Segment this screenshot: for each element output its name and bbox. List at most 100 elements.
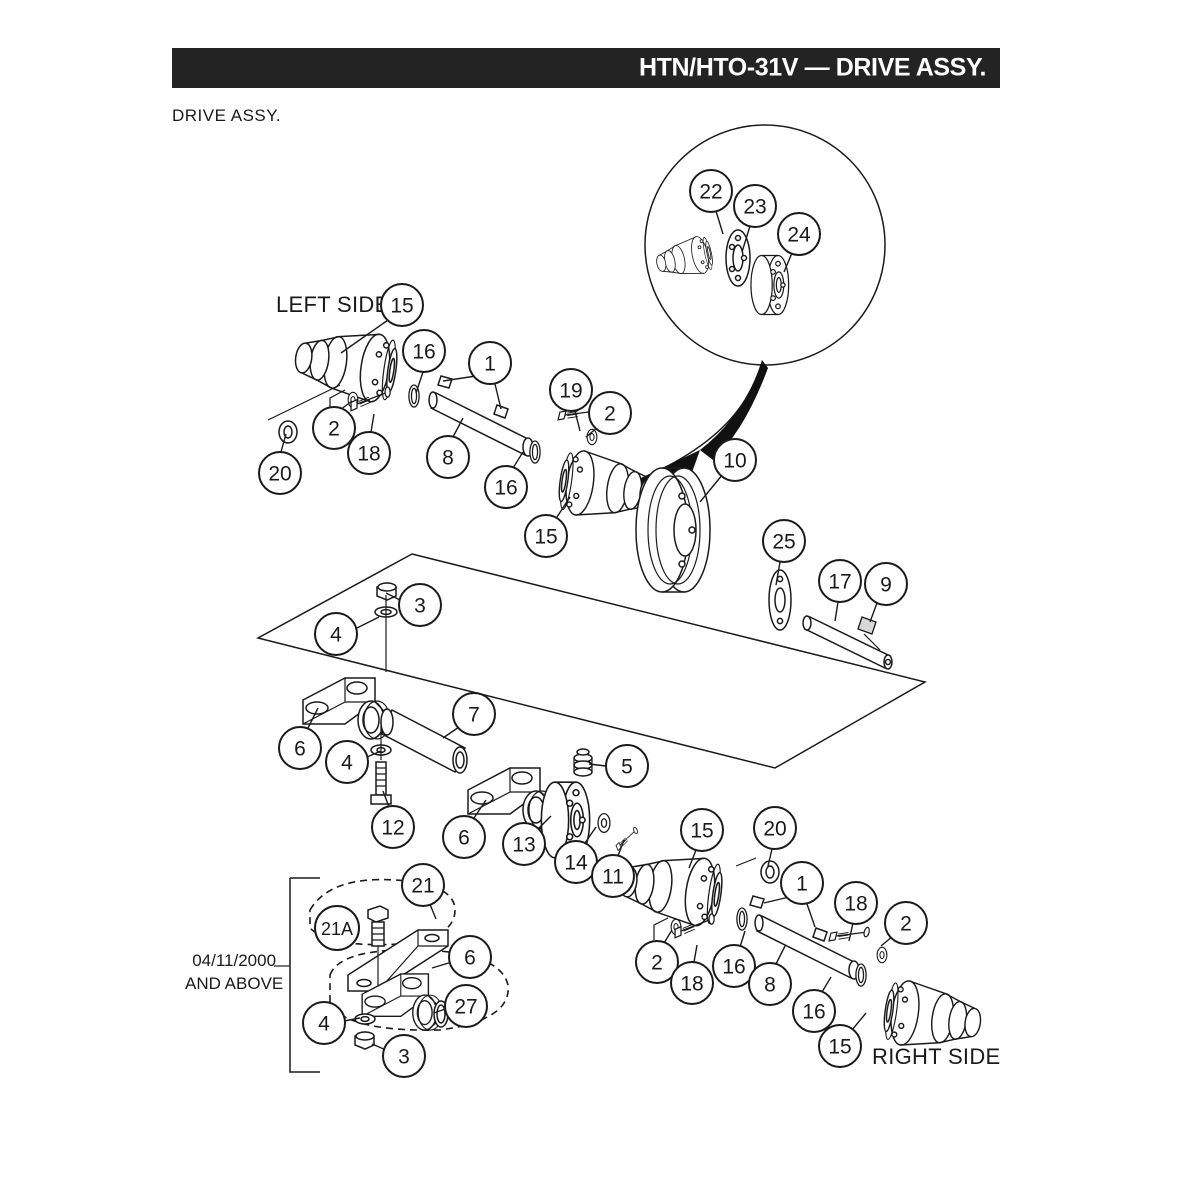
callout-bubble-16[interactable]: 16 [402, 329, 446, 373]
callout-bubble-7[interactable]: 7 [452, 692, 496, 736]
callout-bubble-4[interactable]: 4 [302, 1001, 346, 1045]
callout-bubble-4[interactable]: 4 [325, 740, 369, 784]
callout-bubble-27[interactable]: 27 [444, 984, 488, 1028]
callout-bubble-3[interactable]: 3 [398, 583, 442, 627]
callout-circle [884, 901, 928, 945]
callout-circle [484, 465, 528, 509]
date-note-line1: 04/11/2000 [192, 951, 277, 970]
callout-bubble-18[interactable]: 18 [834, 881, 878, 925]
callout-bubble-6[interactable]: 6 [448, 935, 492, 979]
assembly-subtitle: DRIVE ASSY. [172, 106, 282, 125]
callout-bubble-1[interactable]: 1 [780, 861, 824, 905]
callout-number: 16 [722, 956, 745, 979]
callout-bubble-2[interactable]: 2 [635, 940, 679, 984]
callout-bubble-1[interactable]: 1 [468, 341, 512, 385]
callout-leader-23 [741, 225, 751, 253]
callout-number: 8 [764, 974, 776, 997]
callout-leader-16 [821, 976, 832, 993]
callout-circle [689, 169, 733, 213]
callout-bubble-2[interactable]: 2 [312, 406, 356, 450]
callout-number: 16 [802, 1001, 825, 1024]
callout-bubble-15[interactable]: 15 [818, 1024, 862, 1068]
callout-bubble-3[interactable]: 3 [382, 1034, 426, 1078]
callout-bubble-23[interactable]: 23 [733, 184, 777, 228]
callout-number: 15 [690, 820, 713, 843]
callout-bubble-15[interactable]: 15 [380, 283, 424, 327]
callout-number: 2 [604, 403, 616, 426]
callout-bubble-16[interactable]: 16 [792, 989, 836, 1033]
callout-circle [314, 905, 360, 951]
callout-circle [864, 562, 908, 606]
callout-bubble-12[interactable]: 12 [371, 805, 415, 849]
callout-bubble-19[interactable]: 19 [549, 368, 593, 412]
callout-number: 2 [651, 952, 663, 975]
left-oring-16-b [529, 440, 541, 464]
callout-bubble-24[interactable]: 24 [777, 212, 821, 256]
callout-leader-8 [452, 417, 464, 438]
callout-bubble-20[interactable]: 20 [753, 806, 797, 850]
callout-leader-16 [512, 451, 524, 469]
callout-bubble-2[interactable]: 2 [588, 391, 632, 435]
callout-number: 22 [699, 181, 722, 204]
callout-bubble-9[interactable]: 9 [864, 562, 908, 606]
callout-number: 4 [318, 1013, 330, 1036]
callout-bubble-6[interactable]: 6 [442, 815, 486, 859]
callout-number: 18 [680, 973, 703, 996]
callout-number: 24 [787, 224, 811, 247]
page-title: HTN/HTO-31V — DRIVE ASSY. [638, 53, 986, 82]
left-20-ref [267, 384, 341, 421]
callout-leader-5 [588, 763, 607, 767]
callout-bubble-5[interactable]: 5 [605, 744, 649, 788]
callout-bubble-10[interactable]: 10 [713, 438, 757, 482]
callout-number: 16 [412, 341, 435, 364]
detail-hub-24 [750, 254, 790, 316]
callout-leader-4 [343, 1017, 361, 1022]
callout-bubble-6[interactable]: 6 [278, 726, 322, 770]
callout-bubble-18[interactable]: 18 [670, 961, 714, 1005]
callout-leader-4 [366, 750, 382, 758]
callout-bubble-4[interactable]: 4 [314, 612, 358, 656]
callout-number: 3 [414, 595, 426, 618]
detail-callout-arrow [700, 360, 768, 460]
left-key-1-a [437, 375, 453, 389]
callout-circle [712, 944, 756, 988]
right-hub-15-b [880, 977, 986, 1057]
callout-circle [780, 861, 824, 905]
callout-number: 19 [559, 380, 582, 403]
callout-leader-7 [442, 726, 460, 739]
callout-bubble-2[interactable]: 2 [884, 901, 928, 945]
left-hub-15 [290, 322, 402, 406]
callout-bubble-18[interactable]: 18 [347, 431, 391, 475]
callout-bubble-20[interactable]: 20 [258, 451, 302, 495]
callout-leader-15 [688, 849, 697, 869]
right-washer-2-b [876, 946, 888, 964]
callout-bubble-16[interactable]: 16 [484, 465, 528, 509]
callout-number: 5 [621, 756, 633, 779]
callout-bubble-11[interactable]: 11 [591, 854, 635, 898]
bolt-11 [611, 826, 642, 851]
callout-number: 2 [900, 913, 912, 936]
callout-bubble-21[interactable]: 21 [401, 863, 445, 907]
callout-bubble-17[interactable]: 17 [818, 559, 862, 603]
callout-bubble-8[interactable]: 8 [748, 962, 792, 1006]
callout-circle [635, 940, 679, 984]
callout-circle [258, 451, 302, 495]
right-side-label: RIGHT SIDE [872, 1044, 1001, 1069]
callout-bubble-8[interactable]: 8 [426, 435, 470, 479]
callout-bubble-16[interactable]: 16 [712, 944, 756, 988]
callout-circle [312, 406, 356, 450]
callout-leader-1 [806, 903, 816, 928]
callout-bubble-22[interactable]: 22 [689, 169, 733, 213]
callout-bubble-14[interactable]: 14 [554, 840, 598, 884]
shaft-17 [802, 615, 893, 670]
callout-bubble-13[interactable]: 13 [502, 822, 546, 866]
callout-number: 16 [494, 477, 517, 500]
callout-leader-19 [574, 410, 581, 432]
callout-bubble-15[interactable]: 15 [524, 514, 568, 558]
detail-hub-22 [652, 233, 716, 283]
callout-bubble-25[interactable]: 25 [762, 519, 806, 563]
callout-number: 12 [381, 817, 404, 840]
callout-leader-18 [370, 413, 375, 433]
callout-bubble-21A[interactable]: 21A [314, 905, 360, 951]
callout-bubble-15[interactable]: 15 [680, 808, 724, 852]
